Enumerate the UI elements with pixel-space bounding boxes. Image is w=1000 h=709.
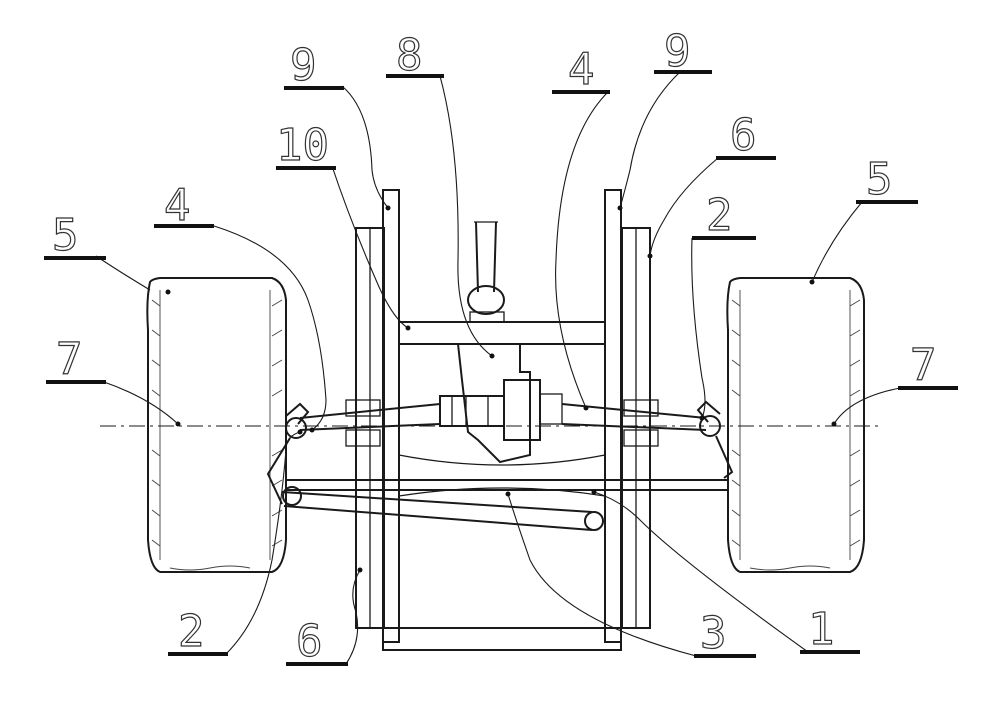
callout-6-top: 6 — [716, 109, 776, 162]
callout-10: 10 — [275, 119, 336, 172]
steering-knuckles — [266, 400, 734, 505]
reference-dots — [165, 205, 837, 573]
svg-text:1: 1 — [808, 604, 835, 655]
left-wheel — [146, 277, 287, 573]
callout-3: 3 — [694, 607, 756, 660]
svg-text:5: 5 — [866, 154, 893, 205]
svg-text:6: 6 — [730, 110, 757, 161]
axle-and-linkage — [281, 479, 728, 531]
svg-text:10: 10 — [276, 120, 329, 171]
svg-text:2: 2 — [178, 606, 205, 657]
svg-text:7: 7 — [910, 340, 937, 391]
callout-5-right: 5 — [856, 153, 918, 206]
callout-2-bottom: 2 — [168, 605, 228, 658]
right-wheel — [726, 277, 865, 573]
callout-9-right: 9 — [654, 25, 712, 78]
svg-text:4: 4 — [164, 180, 191, 231]
callout-4-left: 4 — [154, 179, 214, 232]
callout-labels: 9 8 4 9 10 6 4 2 — [44, 25, 958, 668]
callout-7-left: 7 — [46, 333, 106, 386]
callout-8: 8 — [386, 29, 444, 82]
svg-text:6: 6 — [296, 616, 323, 667]
callout-4-top: 4 — [552, 43, 610, 96]
leader-lines — [95, 71, 901, 665]
callout-9-left: 9 — [284, 39, 344, 92]
svg-text:8: 8 — [396, 30, 423, 81]
callout-6-bottom: 6 — [286, 615, 348, 668]
svg-text:7: 7 — [56, 334, 83, 385]
callout-2-top: 2 — [692, 189, 756, 242]
svg-text:9: 9 — [664, 26, 691, 77]
svg-text:4: 4 — [568, 44, 595, 95]
callout-5-left: 5 — [44, 209, 106, 262]
steering-gear — [439, 221, 563, 464]
callout-1: 1 — [800, 603, 860, 656]
svg-text:3: 3 — [700, 608, 727, 659]
svg-text:2: 2 — [706, 190, 733, 241]
svg-text:5: 5 — [52, 210, 79, 261]
svg-text:9: 9 — [290, 40, 317, 91]
callout-7-right: 7 — [898, 339, 958, 392]
